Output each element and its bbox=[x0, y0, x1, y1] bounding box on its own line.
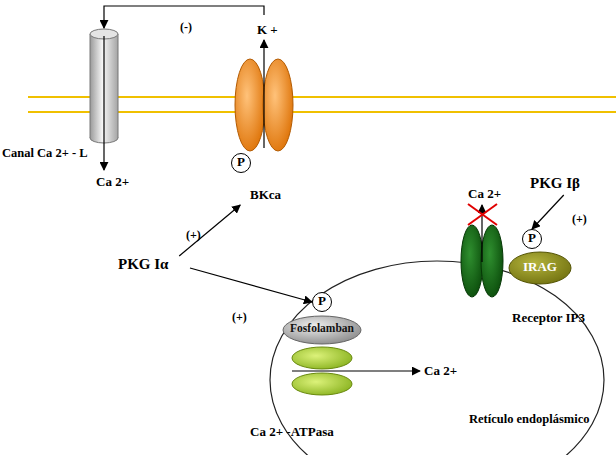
node-text: PKG Iα bbox=[118, 256, 168, 273]
potassium-channel-outline bbox=[228, 15, 300, 205]
phospho-circle: P bbox=[231, 153, 251, 173]
node-text: Canal Ca 2+ - L bbox=[2, 146, 88, 161]
ion-label: Ca 2+ bbox=[468, 186, 501, 202]
ip3-receptor-outline bbox=[458, 224, 506, 298]
node-text: Retículo endoplásmico bbox=[469, 412, 589, 427]
protein-ellipse bbox=[509, 252, 571, 284]
ion-label: Ca 2+ bbox=[424, 363, 457, 379]
cylinder-edge bbox=[118, 34, 119, 138]
node-text: Fosfolamban bbox=[282, 322, 362, 334]
protein-ellipse bbox=[283, 316, 361, 344]
node-text: Receptor IP3 bbox=[512, 310, 585, 326]
phospho-circle: P bbox=[522, 229, 542, 249]
node-text: P bbox=[312, 293, 332, 309]
regulation-arrow bbox=[190, 268, 312, 302]
potassium-channel: BKca bbox=[228, 15, 300, 205]
ion-label: Ca 2+ bbox=[96, 174, 129, 190]
edge-label: (+) bbox=[186, 228, 201, 243]
ip3-receptor: Receptor IP3 bbox=[458, 224, 506, 298]
channel-lobe bbox=[461, 225, 483, 297]
phospho-ring bbox=[523, 230, 542, 249]
phospho-ring bbox=[232, 154, 251, 173]
node-text: IRAG bbox=[508, 259, 572, 275]
node-text: PKG Iβ bbox=[530, 175, 580, 192]
node-text: P bbox=[231, 154, 251, 170]
irag-protein: IRAG bbox=[508, 251, 572, 285]
phospho-circle: P bbox=[312, 292, 332, 312]
ion-label: K + bbox=[257, 22, 278, 38]
pump-lobe bbox=[292, 373, 352, 395]
pump-lobe bbox=[292, 347, 352, 369]
node-text: P bbox=[522, 230, 542, 246]
channel-lobe bbox=[235, 59, 265, 151]
calcium-pump-outline bbox=[290, 346, 354, 426]
calcium-channel: Canal Ca 2+ - L bbox=[0, 28, 125, 168]
reticulum-membrane bbox=[270, 261, 604, 455]
edge-label: (+) bbox=[572, 212, 587, 227]
channel-lobe bbox=[481, 225, 503, 297]
edge-label: (-) bbox=[180, 20, 192, 35]
connector-group bbox=[104, 6, 564, 302]
block-cross bbox=[468, 204, 497, 225]
cylinder-top bbox=[90, 29, 118, 39]
phospho-ring bbox=[313, 293, 332, 312]
node-text: Ca 2+ -ATPasa bbox=[250, 424, 334, 440]
cylinder-edge bbox=[90, 34, 91, 138]
phospholamban: Fosfolamban bbox=[282, 315, 362, 345]
kinase-label: PKG Iβ bbox=[530, 175, 605, 195]
regulation-arrow bbox=[532, 195, 564, 229]
node-text: BKca bbox=[250, 187, 281, 203]
ion-flow-arrow bbox=[292, 370, 420, 371]
cylinder-body bbox=[90, 34, 118, 138]
edge-label: (+) bbox=[232, 310, 247, 325]
regulation-arrow bbox=[179, 205, 240, 256]
calcium-pump: Ca 2+ -ATPasa bbox=[290, 346, 354, 426]
channel-lobe bbox=[263, 59, 293, 151]
block-cross bbox=[468, 204, 497, 225]
kinase-label: PKG Iα bbox=[118, 256, 190, 276]
